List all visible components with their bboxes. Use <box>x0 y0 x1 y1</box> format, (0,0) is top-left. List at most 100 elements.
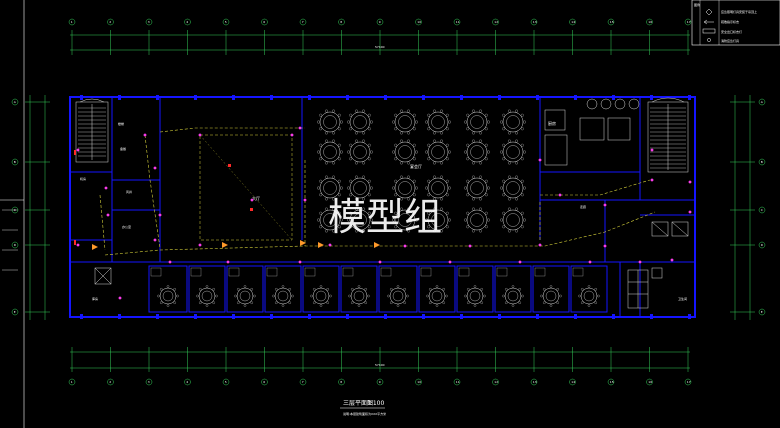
room-label-well: 风井 <box>126 189 132 194</box>
emergency-light-icon <box>298 260 302 264</box>
axis-label: 10 <box>417 380 421 384</box>
axis-marker: 22 <box>107 18 114 386</box>
round-table <box>317 109 343 135</box>
axis-label: E <box>761 310 763 314</box>
private-round-table <box>304 267 332 307</box>
sideboard <box>304 267 316 277</box>
axis-label: 9 <box>379 20 381 24</box>
stair-right-steps <box>650 107 686 169</box>
emergency-light-icon <box>378 260 382 264</box>
banquet-tables <box>317 109 526 233</box>
private-room <box>378 265 418 313</box>
axis-marker: 44 <box>184 18 191 386</box>
axis-label: 16 <box>648 20 652 24</box>
axis-label: 17 <box>687 20 691 24</box>
round-table <box>464 207 490 233</box>
sideboard <box>190 267 202 277</box>
axis-label: E <box>14 310 16 314</box>
axis-label: 17 <box>687 380 691 384</box>
toilet-block <box>627 267 663 309</box>
emergency-light-icon <box>76 148 80 152</box>
round-table <box>500 175 526 201</box>
private-room-tables <box>150 267 600 307</box>
axis-label: 6 <box>263 380 265 384</box>
main-hall: 大厅 <box>199 134 293 241</box>
private-room <box>456 265 494 313</box>
exit-sign-icon <box>702 28 716 34</box>
sideboard <box>228 267 240 277</box>
private-room <box>570 265 608 313</box>
private-round-table <box>420 267 448 307</box>
emergency-light-icon <box>153 238 157 242</box>
round-table <box>347 175 373 201</box>
round-table <box>500 207 526 233</box>
emergency-light-icon <box>104 186 108 190</box>
axis-label: 5 <box>225 380 227 384</box>
axis-label: 14 <box>571 20 575 24</box>
axis-label: 2 <box>109 20 111 24</box>
emergency-light-icon <box>106 213 110 217</box>
emergency-light-icon <box>588 260 592 264</box>
emergency-light-icon <box>168 260 172 264</box>
emergency-light-icon <box>76 243 80 247</box>
private-round-table <box>380 267 409 307</box>
axis-marker: 55 <box>222 18 230 386</box>
private-room <box>532 265 570 313</box>
diamond-icon <box>705 8 713 16</box>
emergency-light-icon <box>328 243 332 247</box>
private-room <box>418 265 456 313</box>
emergency-light-icon <box>198 133 202 137</box>
round-table <box>464 175 490 201</box>
round-table <box>464 139 490 165</box>
sideboard <box>150 267 162 277</box>
main-hall-label: 大厅 <box>252 195 260 201</box>
private-room <box>264 265 302 313</box>
axis-label: 15 <box>610 20 614 24</box>
axis-label: A <box>14 100 17 104</box>
private-round-table <box>458 267 486 307</box>
private-round-table <box>228 267 256 307</box>
axis-label: 7 <box>302 380 304 384</box>
private-dining-rooms <box>148 265 608 313</box>
drawing-title-block: 三层平面图 1:100 说明:本层建筑面积为XXX平方米 <box>340 400 386 416</box>
round-table <box>464 109 490 135</box>
watermark: 模型组 <box>328 195 442 239</box>
axis-marker: 33 <box>145 18 153 386</box>
kitchen-area <box>544 98 640 166</box>
legend-row-text: 疏散指示标志 <box>721 19 739 24</box>
round-table <box>347 207 373 233</box>
room-label-pantry: 备餐 <box>120 146 126 151</box>
emergency-light-icon <box>650 178 654 182</box>
kitchen-label: 厨房 <box>548 120 556 126</box>
round-table <box>392 109 418 135</box>
drawing-title: 三层平面图 <box>343 400 373 407</box>
drawing-scale: 1:100 <box>367 400 384 407</box>
axis-label: 8 <box>340 380 342 384</box>
sideboard <box>572 267 584 277</box>
room-label-corridor: 走廊 <box>580 204 586 209</box>
round-table <box>347 109 373 135</box>
emergency-light-icon <box>650 148 654 152</box>
dot-icon <box>707 38 711 42</box>
axis-label: 16 <box>648 380 652 384</box>
room-label-storage: 库房 <box>92 296 98 301</box>
emergency-light-icon <box>688 210 692 214</box>
emergency-light-icon <box>143 133 147 137</box>
emergency-light-icon <box>158 213 162 217</box>
emergency-light-icon <box>538 243 542 247</box>
emergency-light-icon <box>290 133 294 137</box>
axis-marker: 11 <box>68 18 76 386</box>
round-table <box>500 139 526 165</box>
axis-label: D <box>761 243 764 247</box>
axis-label: 13 <box>533 20 537 24</box>
axis-marker: 66 <box>261 18 268 386</box>
emergency-light-icon <box>558 193 562 197</box>
